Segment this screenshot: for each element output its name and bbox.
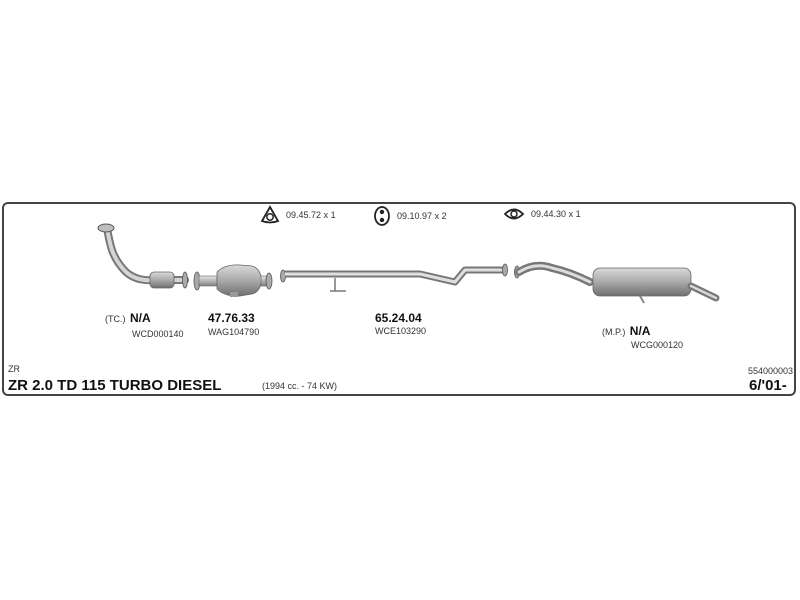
- part-label-silencer: (M.P.) N/A: [602, 322, 650, 340]
- hardware-qty: x 2: [434, 211, 447, 221]
- part-ref-catalyst: WAG104790: [208, 327, 260, 337]
- catalog-number: 554000003: [748, 366, 794, 376]
- part-ref-silencer: WCG000120: [631, 340, 684, 350]
- hardware-code: 09.45.72: [286, 210, 322, 220]
- hardware-qty: x 1: [323, 210, 336, 220]
- part-ref-centre-pipe: WCE103290: [375, 326, 427, 336]
- rear-silencer-part: [514, 261, 720, 304]
- flange-gasket-icon: [503, 208, 525, 220]
- hardware-item-hanger: 09.10.97 x 2: [373, 205, 447, 227]
- part-label-downpipe: (TC.) N/A: [105, 309, 151, 327]
- part-code: N/A: [629, 324, 651, 338]
- centre-pipe-part: [280, 263, 508, 292]
- hardware-qty: x 1: [568, 209, 581, 219]
- model-title: ZR 2.0 TD 115 TURBO DIESEL: [8, 377, 222, 394]
- hardware-item-gasket: 09.45.72 x 1: [260, 205, 336, 225]
- catalytic-converter-part: [193, 264, 273, 297]
- front-downpipe-part: [97, 223, 189, 289]
- model-short: ZR: [8, 364, 20, 374]
- hardware-code: 09.10.97: [397, 211, 433, 221]
- hardware-item-flange-gasket: 09.44.30 x 1: [503, 205, 581, 223]
- rubber-hanger-icon: [374, 206, 390, 226]
- part-code: N/A: [129, 311, 151, 325]
- gasket-triangle-icon: [260, 205, 280, 224]
- hardware-code: 09.44.30: [531, 209, 567, 219]
- date-range: 6/'01-: [749, 377, 787, 394]
- exhaust-system-panel: [2, 202, 796, 396]
- part-code-catalyst: 47.76.33: [208, 311, 255, 325]
- part-code-centre-pipe: 65.24.04: [375, 311, 422, 325]
- engine-spec: (1994 cc. - 74 KW): [262, 381, 338, 391]
- part-ref-downpipe: WCD000140: [132, 329, 184, 339]
- part-prefix: (TC.): [105, 314, 126, 324]
- part-prefix: (M.P.): [602, 327, 626, 337]
